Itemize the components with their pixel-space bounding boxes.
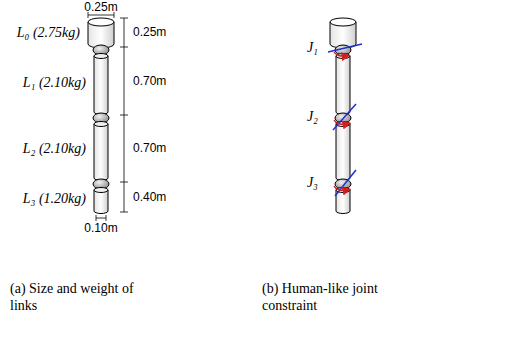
dimension-label: 0.25m xyxy=(133,25,166,39)
dimension-label: 0.10m xyxy=(84,221,117,235)
dimension-label: 0.70m xyxy=(133,141,166,155)
joint-label: J₃ xyxy=(307,176,318,190)
joint-label: J₂ xyxy=(307,110,318,124)
link-label: L₀ (2.75kg) xyxy=(17,26,80,40)
left-body xyxy=(88,18,114,214)
joint-constraints xyxy=(328,44,362,196)
link-label: L₂ (2.10kg) xyxy=(23,142,86,156)
dimension-label: 0.25m xyxy=(84,0,117,14)
caption: (b) Human-like joint constraint xyxy=(262,280,402,314)
right-body xyxy=(330,18,356,214)
link-label: L₁ (2.10kg) xyxy=(23,76,86,90)
joint-label: J₁ xyxy=(307,41,318,55)
dimension-label: 0.40m xyxy=(133,190,166,204)
dimension-label: 0.70m xyxy=(133,74,166,88)
caption: (a) Size and weight of links xyxy=(10,280,150,314)
dimension-lines xyxy=(88,12,128,221)
link-label: L₃ (1.20kg) xyxy=(23,192,86,206)
